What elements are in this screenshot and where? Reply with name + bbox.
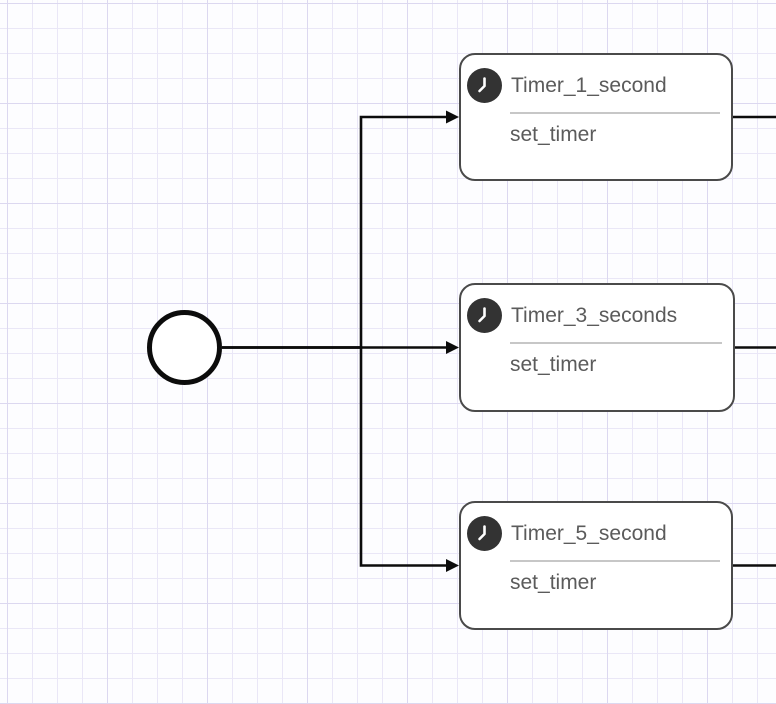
node-title: Timer_1_second xyxy=(511,73,667,97)
node-header: Timer_5_second xyxy=(461,503,731,551)
node-subtitle: set_timer xyxy=(510,123,597,146)
arrowhead-timer-5 xyxy=(446,559,459,572)
node-divider xyxy=(510,342,722,344)
clock-icon xyxy=(467,68,502,103)
node-title: Timer_5_second xyxy=(511,521,667,545)
edge-start-to-timer-1[interactable] xyxy=(222,115,446,349)
clock-icon xyxy=(467,298,502,333)
task-node-timer-1[interactable]: Timer_1_second set_timer xyxy=(459,53,733,181)
task-node-timer-5[interactable]: Timer_5_second set_timer xyxy=(459,501,733,630)
node-header: Timer_3_seconds xyxy=(461,285,733,333)
arrowhead-timer-3 xyxy=(446,341,459,354)
start-event-node[interactable] xyxy=(147,310,222,385)
node-header: Timer_1_second xyxy=(461,55,731,103)
task-node-timer-3[interactable]: Timer_3_seconds set_timer xyxy=(459,283,735,412)
arrowhead-timer-1 xyxy=(446,110,459,124)
node-subtitle: set_timer xyxy=(510,571,597,594)
node-subtitle: set_timer xyxy=(510,353,597,376)
node-divider xyxy=(510,112,720,114)
node-divider xyxy=(510,560,720,562)
node-title: Timer_3_seconds xyxy=(511,303,678,327)
clock-icon xyxy=(467,516,502,551)
edge-start-to-timer-5[interactable] xyxy=(222,346,446,567)
